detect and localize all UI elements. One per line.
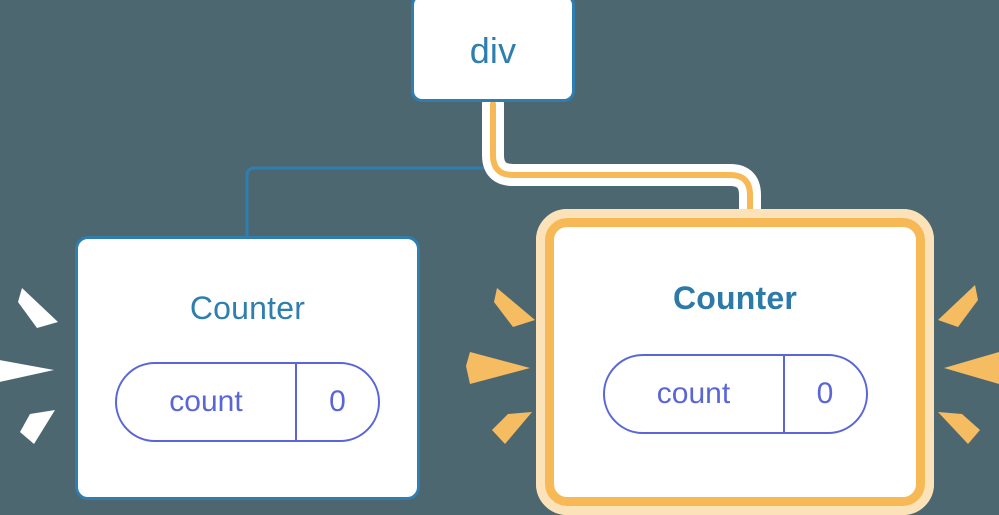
state-pill-right: count 0 xyxy=(602,354,868,434)
spark-ray-icon xyxy=(938,285,978,327)
node-div[interactable]: div xyxy=(411,0,575,102)
state-value-right: 0 xyxy=(782,356,866,432)
spark-ray-icon xyxy=(18,288,58,328)
node-counter-left[interactable]: Counter count 0 xyxy=(75,236,420,500)
state-value-left: 0 xyxy=(295,364,378,440)
spark-rays-right-counter-right xyxy=(938,285,999,444)
spark-ray-icon xyxy=(20,410,55,444)
node-counter-right-label: Counter xyxy=(672,280,798,316)
state-key-left: count xyxy=(169,385,243,418)
node-counter-left-label: Counter xyxy=(189,290,306,326)
spark-ray-icon xyxy=(466,352,530,384)
spark-ray-icon xyxy=(492,412,532,444)
spark-rays-left-counter xyxy=(0,288,58,444)
connector-div-to-left-counter xyxy=(245,106,495,242)
spark-ray-icon xyxy=(0,360,54,382)
spark-ray-icon xyxy=(944,352,999,384)
spark-rays-right-counter-left xyxy=(466,288,535,444)
state-pill-left: count 0 xyxy=(115,362,380,442)
node-counter-right[interactable]: Counter count 0 xyxy=(536,209,934,515)
spark-ray-icon xyxy=(494,288,535,327)
node-div-label: div xyxy=(469,30,517,71)
spark-ray-icon xyxy=(938,412,980,444)
state-key-right: count xyxy=(656,377,731,410)
